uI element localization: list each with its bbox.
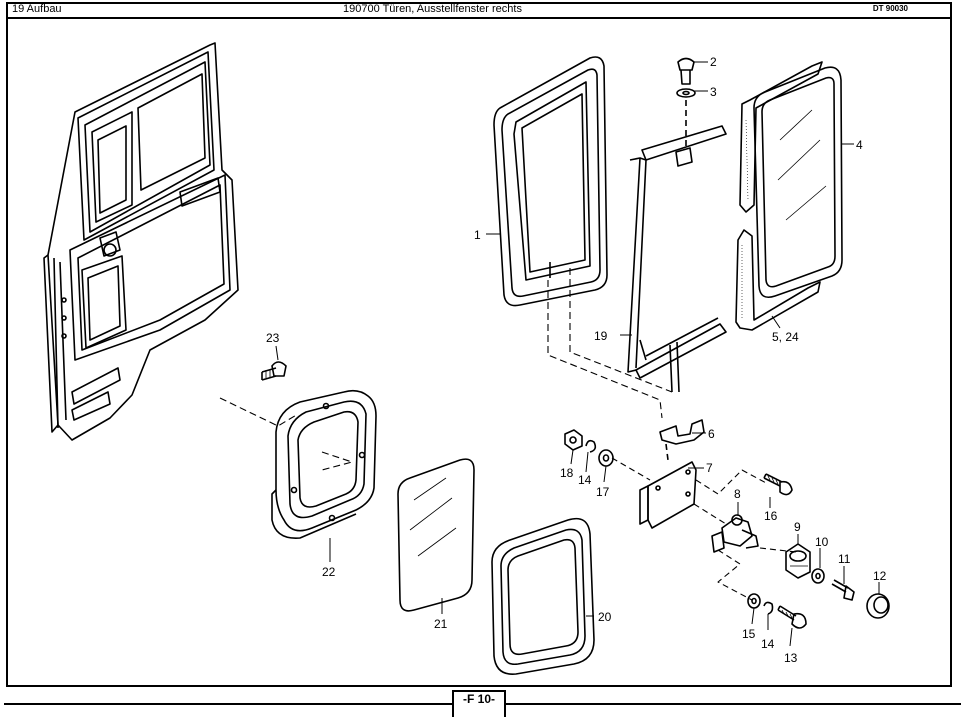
part-19-sash [627,125,727,393]
callout-16: 16 [764,509,778,523]
callout-5-24: 5, 24 [772,330,799,344]
callout-2: 2 [710,55,717,69]
callout-13: 13 [784,651,798,665]
part-7-hinge-plate [639,461,697,529]
callout-20: 20 [598,610,612,624]
part-4-glass-pane [753,66,843,299]
callout-12: 12 [873,569,887,583]
baseline-left [4,703,452,705]
callout-8: 8 [734,487,741,501]
callout-14-bottom: 14 [761,637,775,651]
drawing-code: DT 90030 [872,4,908,13]
part-15-washer [747,593,761,609]
callout-21: 21 [434,617,448,631]
baseline-right [506,703,961,705]
part-2-pin [677,57,695,85]
part-11-bolt [831,579,855,601]
callout-23: 23 [266,331,280,345]
part-6-bracket [659,419,705,445]
callout-4: 4 [856,138,863,152]
part-16-screw [763,473,793,496]
callout-17: 17 [596,485,610,499]
callout-6: 6 [708,427,715,441]
part-14-spring-washer-top [585,439,597,453]
door-assembly [43,42,239,441]
part-18-nut [564,429,583,451]
callout-14-top: 14 [578,473,592,487]
part-10-washer [811,568,825,584]
callout-7: 7 [706,461,713,475]
part-21-glass [397,458,475,612]
callout-1: 1 [474,228,481,242]
part-12-cap [866,593,890,619]
callout-11: 11 [838,552,851,566]
part-8-hinge [711,514,759,553]
drawing-frame [6,2,952,687]
callout-9: 9 [794,520,801,534]
part-20-seal [491,517,595,675]
part-17-washer [598,449,614,467]
leader-lines [275,61,880,647]
section-label: 19 Aufbau [12,3,62,15]
callout-10: 10 [815,535,829,549]
callout-22: 22 [322,565,336,579]
part-9-knob [785,543,811,579]
part-1-window-frame [493,56,608,307]
part-22-frame-housing [271,389,377,539]
callout-3: 3 [710,85,717,99]
page-title: 190700 Türen, Ausstellfenster rechts [343,3,522,15]
part-13-screw [777,605,807,629]
callout-15: 15 [742,627,756,641]
page-number: -F 10- [452,690,506,717]
callout-19: 19 [594,329,608,343]
callout-18: 18 [560,466,574,480]
part-3-washer [676,88,696,98]
header-bar: 19 Aufbau 190700 Türen, Ausstellfenster … [6,2,952,19]
part-14-spring-washer-bottom [763,601,774,615]
part-5-24-seal [735,61,823,331]
part-23-screw [261,361,287,381]
